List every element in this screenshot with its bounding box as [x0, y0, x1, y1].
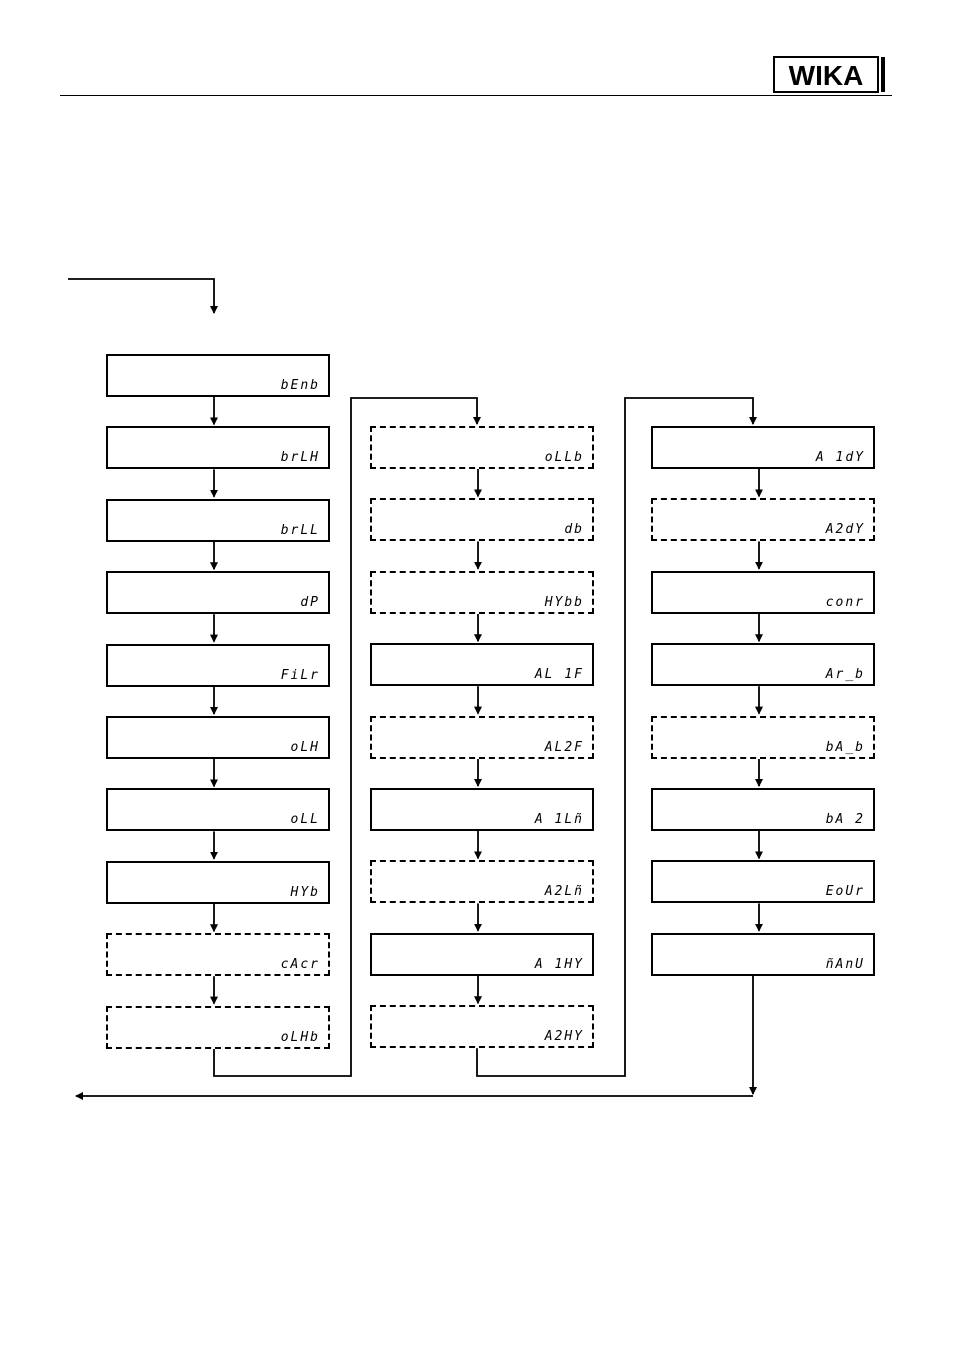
parameter-box: brLL [106, 499, 330, 542]
parameter-box: oLH [106, 716, 330, 759]
parameter-box: A2dY [651, 498, 875, 541]
parameter-box: db [370, 498, 594, 541]
parameter-code: Ar_b [826, 667, 865, 682]
parameter-code: bEnb [281, 378, 320, 393]
parameter-code: A2dY [826, 522, 865, 537]
parameter-box: A2HY [370, 1005, 594, 1048]
parameter-code: oLL [291, 812, 320, 827]
parameter-box: A 1Lñ [370, 788, 594, 831]
parameter-code: A2HY [545, 1029, 584, 1044]
parameter-code: bA_b [826, 740, 865, 755]
parameter-box: HYb [106, 861, 330, 904]
parameter-box: Ar_b [651, 643, 875, 686]
parameter-box: AL2F [370, 716, 594, 759]
parameter-box: A2Lñ [370, 860, 594, 903]
parameter-code: conr [826, 595, 865, 610]
parameter-code: brLL [281, 523, 320, 538]
parameter-box: HYbb [370, 571, 594, 614]
parameter-box: oLHb [106, 1006, 330, 1049]
parameter-code: oLHb [281, 1030, 320, 1045]
parameter-code: oLLb [545, 450, 584, 465]
parameter-box: bEnb [106, 354, 330, 397]
parameter-box: bA_b [651, 716, 875, 759]
parameter-code: HYbb [545, 595, 584, 610]
parameter-code: EoUr [826, 884, 865, 899]
parameter-box: conr [651, 571, 875, 614]
parameter-box: cAcr [106, 933, 330, 976]
parameter-code: HYb [291, 885, 320, 900]
parameter-code: dP [300, 595, 320, 610]
parameter-code: db [564, 522, 584, 537]
parameter-code: ñAnU [826, 957, 865, 972]
parameter-code: A 1Lñ [535, 812, 584, 827]
parameter-code: A 1HY [535, 957, 584, 972]
parameter-code: AL2F [545, 740, 584, 755]
parameter-code: brLH [281, 450, 320, 465]
parameter-code: A2Lñ [545, 884, 584, 899]
parameter-code: cAcr [281, 957, 320, 972]
parameter-box: EoUr [651, 860, 875, 903]
parameter-box: FiLr [106, 644, 330, 687]
parameter-code: AL 1F [535, 667, 584, 682]
parameter-code: oLH [291, 740, 320, 755]
parameter-box: oLLb [370, 426, 594, 469]
parameter-code: A 1dY [816, 450, 865, 465]
parameter-box: A 1dY [651, 426, 875, 469]
parameter-box: A 1HY [370, 933, 594, 976]
parameter-box: bA 2 [651, 788, 875, 831]
parameter-code: bA 2 [826, 812, 865, 827]
parameter-box: oLL [106, 788, 330, 831]
parameter-box: AL 1F [370, 643, 594, 686]
parameter-code: FiLr [281, 668, 320, 683]
parameter-box: brLH [106, 426, 330, 469]
parameter-box: dP [106, 571, 330, 614]
parameter-box: ñAnU [651, 933, 875, 976]
